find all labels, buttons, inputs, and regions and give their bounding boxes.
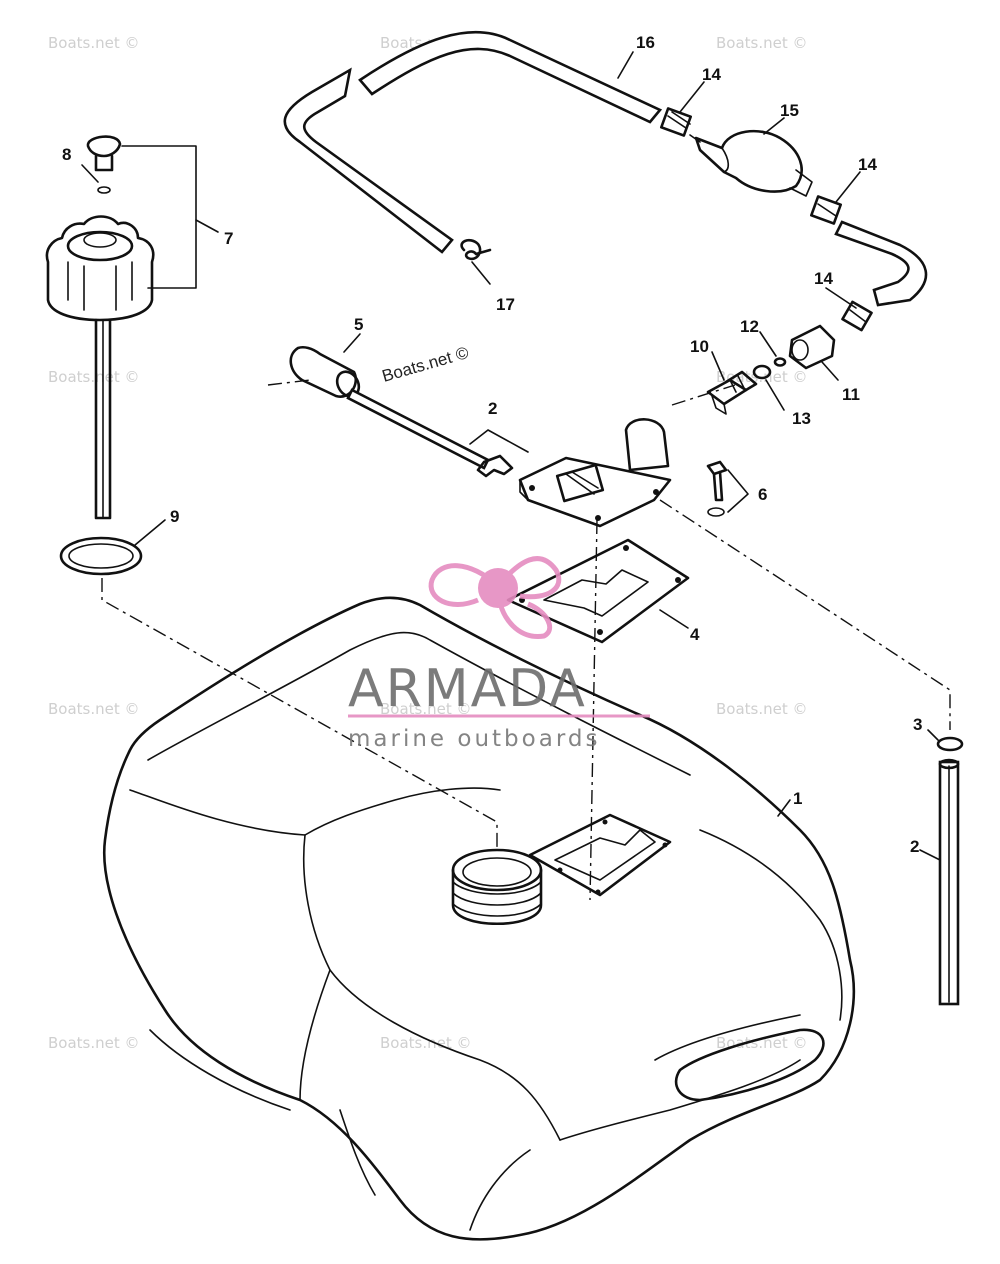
watermark: Boats.net © [716, 700, 808, 718]
pickup-center-line [589, 519, 598, 901]
watermark: Boats.net © [48, 368, 140, 386]
brand-name: ARMADA [348, 659, 587, 719]
propeller-blade [496, 556, 562, 600]
brand-tagline: marine outboards [348, 726, 600, 752]
connector-nut [788, 324, 836, 370]
inline-watermark: Boats.net © [380, 343, 471, 386]
leader-lines [343, 51, 861, 817]
connector-stack [706, 324, 836, 415]
tank-pickup-flange [528, 813, 672, 897]
callout-label: 6 [758, 485, 767, 504]
washer [752, 364, 772, 380]
cap-knob [86, 135, 122, 158]
propeller-blade [428, 563, 500, 607]
callout-label: 14 [858, 155, 877, 174]
fuel-cap-assembly [45, 135, 219, 520]
callout-label: 14 [702, 65, 721, 84]
callout-label: 4 [690, 625, 700, 644]
propeller-blade [495, 589, 552, 639]
center-lines [101, 379, 951, 901]
connector-center-line [671, 384, 736, 406]
cap-center-line [101, 578, 498, 850]
float-and-pickup [289, 345, 749, 528]
connector-boss [624, 418, 670, 472]
watermark: Boats.net © [48, 34, 140, 52]
callout-labels: 1 2 2 3 4 5 6 7 8 9 10 11 12 13 14 14 14… [62, 33, 922, 856]
callout-label: 7 [224, 229, 233, 248]
pickup-flange-plate [518, 418, 672, 528]
callout-label: 12 [740, 317, 759, 336]
callout-label: 1 [793, 789, 802, 808]
callout-label: 16 [636, 33, 655, 52]
callout-label: 11 [842, 385, 860, 404]
fuel-hose-assembly [283, 30, 928, 332]
hose-clip [460, 238, 492, 285]
hose-clamp [810, 195, 842, 225]
callout-label: 2 [488, 399, 497, 418]
callout-label: 8 [62, 145, 71, 164]
hose-clamp [841, 300, 873, 332]
watermark: Boats.net © [380, 700, 472, 718]
watermark: Boats.net © [716, 34, 808, 52]
watermark-layer: Boats.net © Boats.net © Boats.net © Boat… [48, 34, 808, 1052]
armada-logo: ARMADA marine outboards [348, 556, 650, 752]
fuel-tank [103, 596, 856, 1241]
callout-label: 13 [792, 409, 811, 428]
tube-center-line [659, 499, 951, 730]
hose-clamp [660, 107, 692, 137]
screw [706, 460, 749, 517]
propeller-hub [478, 568, 518, 608]
watermark: Boats.net © [48, 1034, 140, 1052]
watermark: Boats.net © [380, 1034, 472, 1052]
tank-filler-neck [451, 848, 543, 926]
callout-label: 10 [690, 337, 709, 356]
watermark: Boats.net © [716, 1034, 808, 1052]
callout-label: 9 [170, 507, 179, 526]
callout-label: 14 [814, 269, 833, 288]
pickup-tube [919, 758, 960, 1006]
watermark: Boats.net © [48, 700, 140, 718]
small-o-ring [927, 729, 964, 752]
cap-o-ring [59, 519, 166, 576]
o-ring [773, 357, 787, 367]
callout-label: 3 [913, 715, 922, 734]
fuel-connector [706, 370, 758, 415]
primer-bulb [689, 129, 813, 197]
gasket [506, 538, 690, 644]
callout-label: 15 [780, 101, 799, 120]
callout-label: 2 [910, 837, 919, 856]
tank-handle [674, 1028, 825, 1102]
callout-label: 17 [496, 295, 515, 314]
callout-label: 5 [354, 315, 363, 334]
